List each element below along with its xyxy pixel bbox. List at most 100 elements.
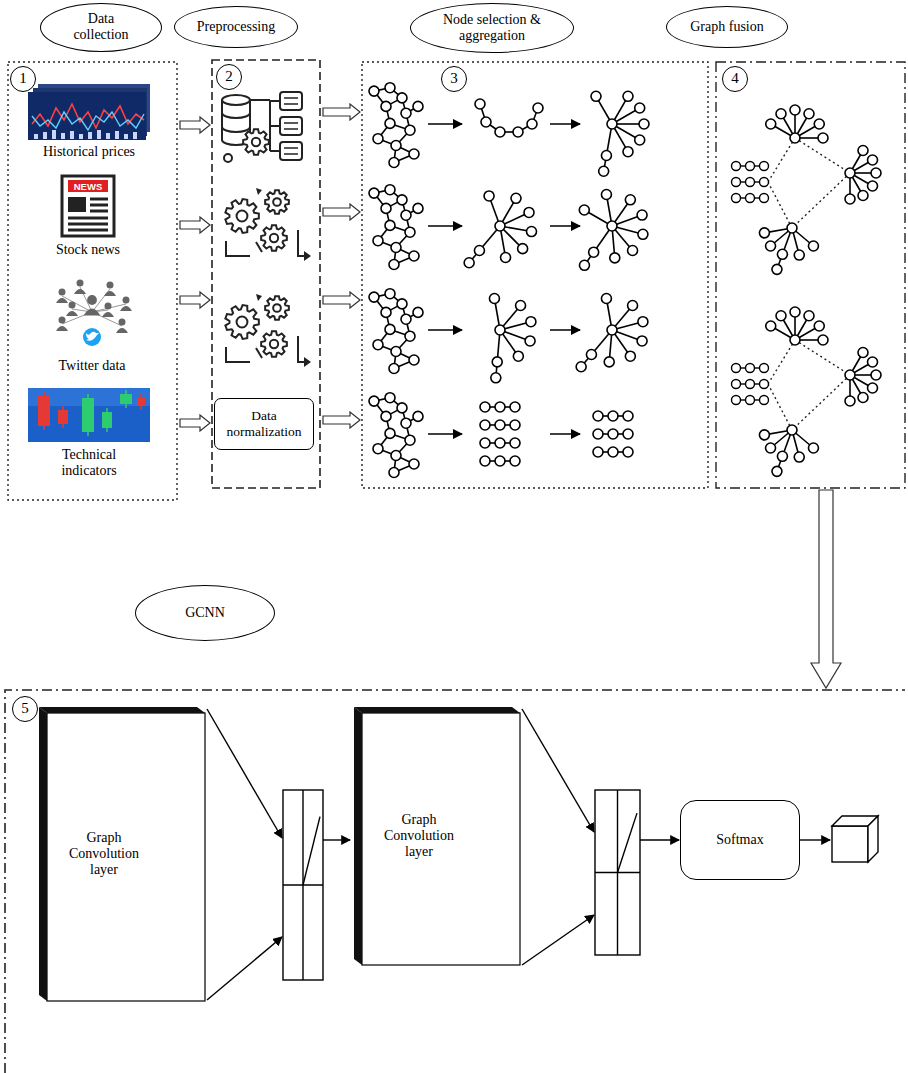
graph-node xyxy=(746,162,755,171)
graph-node xyxy=(381,203,391,213)
output-cube xyxy=(832,826,868,862)
graph-node xyxy=(604,357,614,367)
graph-node xyxy=(766,443,776,453)
graph-node xyxy=(732,364,741,373)
graph-node xyxy=(385,220,395,230)
graph-node xyxy=(533,103,543,113)
label-holder: Stock news xyxy=(8,242,168,258)
graph-node xyxy=(760,396,769,405)
person-icon xyxy=(56,298,68,303)
graph-node xyxy=(766,241,776,251)
graph-node xyxy=(501,253,511,263)
graph-node xyxy=(413,411,423,421)
graph-node xyxy=(389,260,399,270)
graph-node xyxy=(766,321,776,331)
graph-node xyxy=(868,383,878,393)
graph-node xyxy=(389,158,399,168)
graph-node xyxy=(814,119,824,129)
news-icon xyxy=(68,217,108,220)
graph-node xyxy=(868,357,878,367)
graph-node xyxy=(637,210,647,220)
flow-arrow xyxy=(323,292,360,308)
graph-node xyxy=(511,193,521,203)
graph-node xyxy=(593,429,603,439)
graph-node xyxy=(746,380,755,389)
gear-icon xyxy=(243,129,269,155)
candle-body xyxy=(102,412,112,428)
graph-node xyxy=(760,364,769,373)
graph-node xyxy=(628,300,638,310)
graph-node xyxy=(593,447,603,457)
step-arrow xyxy=(428,123,462,125)
news-icon xyxy=(62,176,114,236)
graph-node xyxy=(804,109,814,119)
relu-box xyxy=(283,790,323,980)
database-icon xyxy=(222,100,250,145)
gear-icon xyxy=(252,138,260,146)
layer-top xyxy=(354,707,520,713)
graph-node xyxy=(385,83,395,93)
graph-node xyxy=(513,127,523,137)
graph-node xyxy=(628,246,638,256)
graph-node xyxy=(601,293,611,303)
input-graph xyxy=(369,393,423,478)
graph-node xyxy=(732,380,741,389)
stage-panel xyxy=(212,60,320,488)
graph-node xyxy=(401,210,411,220)
news-icon xyxy=(90,198,108,201)
candle-body xyxy=(58,410,68,424)
graph-node xyxy=(405,331,415,341)
stage-ellipse: GCNN xyxy=(135,585,275,641)
graph-node xyxy=(623,147,633,157)
gear-icon xyxy=(265,296,289,320)
node-text: Softmax xyxy=(716,832,763,848)
process-arrow xyxy=(226,241,250,256)
graph-node xyxy=(589,247,599,257)
graph-node xyxy=(610,253,620,263)
graph-node xyxy=(391,451,401,461)
graph-node xyxy=(625,351,635,361)
volume-bar xyxy=(70,131,74,139)
volume-bar xyxy=(88,132,92,139)
node-text: Data collection xyxy=(60,11,142,43)
graph-node xyxy=(608,411,618,421)
node-text: 5 xyxy=(21,700,29,717)
person-icon xyxy=(77,280,84,287)
graph-node xyxy=(491,373,501,383)
graph-node xyxy=(525,336,535,346)
graph-node xyxy=(607,221,617,231)
graph-node xyxy=(495,420,505,430)
node-text: Graph fusion xyxy=(690,19,764,35)
graph-node xyxy=(381,307,391,317)
graph-node xyxy=(492,357,502,367)
aggregated-graph xyxy=(579,189,648,270)
graph-node xyxy=(475,99,485,109)
graph-node xyxy=(495,438,505,448)
step-arrow xyxy=(550,225,580,227)
graph-node xyxy=(495,402,505,412)
graph-node xyxy=(518,244,528,254)
graph-node xyxy=(401,418,411,428)
document-icon xyxy=(284,97,298,99)
candle-body xyxy=(120,394,132,404)
flow-arrow xyxy=(180,217,210,233)
graph-node xyxy=(405,125,415,135)
graph-node xyxy=(845,168,855,178)
bus-line xyxy=(250,100,280,151)
graph-node xyxy=(787,425,797,435)
input-graph xyxy=(369,289,423,374)
icon-text: NEWS xyxy=(68,181,108,192)
graph-node xyxy=(409,251,419,261)
gear-icon xyxy=(237,317,248,328)
graph-node xyxy=(732,162,741,171)
graph-node xyxy=(369,188,379,198)
candle-body xyxy=(82,398,94,432)
fused-graph xyxy=(766,307,828,345)
graph-node xyxy=(385,428,395,438)
graph-node xyxy=(391,141,401,151)
price-line xyxy=(32,112,144,130)
graph-node xyxy=(510,456,520,466)
stage-ellipse: Node selection & aggregation xyxy=(410,3,574,53)
volume-bar xyxy=(34,134,38,139)
process-arrow xyxy=(256,294,262,301)
